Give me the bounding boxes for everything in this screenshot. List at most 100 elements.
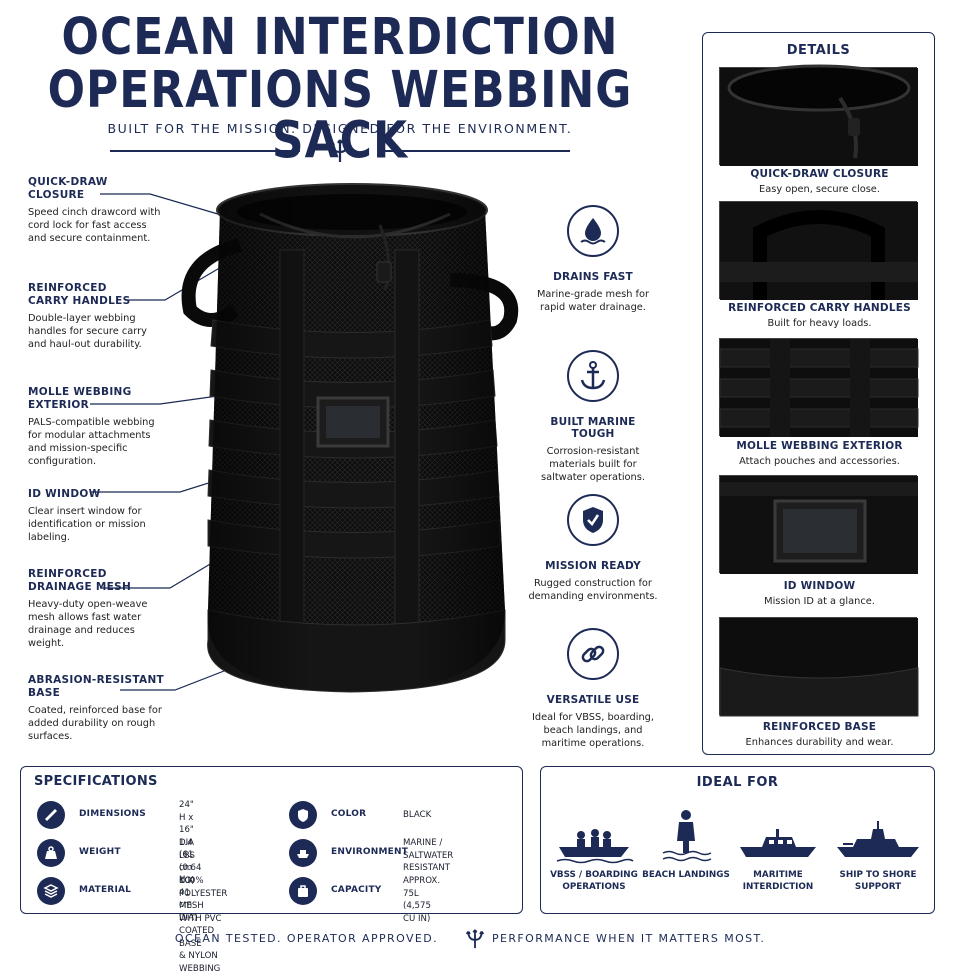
- use-label: BEACH LANDINGS: [642, 870, 730, 880]
- divider-line-left: [110, 150, 300, 152]
- feature-title: DRAINS FAST: [553, 271, 633, 283]
- detail-desc: Enhances durability and wear.: [745, 737, 894, 748]
- callout-title: ID WINDOW: [28, 488, 101, 500]
- shield-check-icon: [567, 494, 619, 546]
- feature-drains-fast: DRAINS FAST Marine-grade mesh for rapid …: [528, 205, 658, 314]
- title-line-2: OPERATIONS WEBBING SACK: [47, 60, 633, 171]
- weight-icon: [37, 839, 65, 867]
- specifications-panel: SPECIFICATIONS DIMENSIONS 24" H x 16" DI…: [20, 766, 523, 974]
- callout-drainage-mesh: REINFORCED DRAINAGE MESH Heavy-duty open…: [28, 568, 168, 650]
- detail-caption: REINFORCED BASE Enhances durability and …: [703, 721, 936, 748]
- title-line-1: OCEAN INTERDICTION: [61, 8, 619, 67]
- wading-person-icon: [641, 803, 731, 863]
- feature-body: Rugged construction for demanding enviro…: [528, 578, 658, 602]
- spec-label: MATERIAL: [79, 885, 132, 895]
- callout-title: MOLLE WEBBING EXTERIOR: [28, 386, 132, 411]
- ruler-icon: [37, 801, 65, 829]
- boat-icon: [289, 839, 317, 867]
- detail-title: REINFORCED CARRY HANDLES: [728, 302, 911, 314]
- feature-body: Corrosion-resistant materials built for …: [541, 446, 645, 483]
- boarding-boat-icon: [549, 803, 639, 864]
- callout-carry-handles: REINFORCED CARRY HANDLES Double-layer we…: [28, 282, 168, 351]
- callout-molle-webbing: MOLLE WEBBING EXTERIOR PALS-compatible w…: [28, 386, 168, 468]
- warship-icon: [833, 803, 923, 863]
- spec-value: 100% POLYESTER MESH WITH PVC COATED BASE…: [179, 876, 228, 974]
- use-beach-landings: BEACH LANDINGS: [641, 803, 731, 881]
- use-maritime-interdiction: MARITIME INTERDICTION: [733, 803, 823, 893]
- feature-title: MISSION READY: [545, 560, 641, 572]
- detail-desc: Easy open, secure close.: [759, 184, 880, 195]
- detail-caption: REINFORCED CARRY HANDLES Built for heavy…: [703, 302, 936, 329]
- detail-title: MOLLE WEBBING EXTERIOR: [736, 440, 903, 452]
- spec-value: APPROX. 75L (4,575 CU IN): [403, 876, 441, 924]
- detail-desc: Mission ID at a glance.: [764, 596, 875, 607]
- detail-desc: Attach pouches and accessories.: [739, 456, 900, 467]
- use-label: SHIP TO SHORE SUPPORT: [839, 870, 917, 892]
- spec-label: ENVIRONMENT: [331, 847, 409, 857]
- palette-icon: [289, 801, 317, 829]
- divider-line-right: [380, 150, 570, 152]
- callout-body: PALS-compatible webbing for modular atta…: [28, 417, 155, 467]
- spec-value: MARINE / SALTWATER RESISTANT: [403, 838, 454, 873]
- ideal-for-panel: IDEAL FOR VBSS / BOARDING OPERATIONS BEA…: [540, 766, 935, 914]
- callout-title: REINFORCED CARRY HANDLES: [28, 282, 131, 307]
- detail-title: QUICK-DRAW CLOSURE: [750, 168, 889, 180]
- link-icon: [567, 628, 619, 680]
- callout-title: ABRASION-RESISTANT BASE: [28, 674, 164, 699]
- title-divider: [110, 139, 570, 162]
- detail-title: ID WINDOW: [783, 580, 856, 592]
- callout-title: QUICK-DRAW CLOSURE: [28, 176, 108, 201]
- feature-versatile-use: VERSATILE USE Ideal for VBSS, boarding, …: [528, 628, 658, 750]
- use-ship-to-shore: SHIP TO SHORE SUPPORT: [833, 803, 923, 893]
- feature-body: Marine-grade mesh for rapid water draina…: [536, 289, 650, 313]
- callout-body: Coated, reinforced base for added durabi…: [28, 705, 162, 742]
- trident-icon: [465, 929, 485, 949]
- use-label: MARITIME INTERDICTION: [742, 870, 814, 892]
- water-drop-icon: [567, 205, 619, 257]
- trident-icon: [329, 139, 351, 162]
- use-vbss-boarding: VBSS / BOARDING OPERATIONS: [549, 803, 639, 893]
- spec-label: COLOR: [331, 809, 367, 819]
- detail-caption: ID WINDOW Mission ID at a glance.: [703, 580, 936, 607]
- detail-desc: Built for heavy loads.: [767, 318, 872, 329]
- footer: OCEAN TESTED. OPERATOR APPROVED. PERFORM…: [0, 929, 960, 949]
- detail-image-molle: [719, 338, 919, 437]
- spec-label: WEIGHT: [79, 847, 121, 857]
- detail-title: REINFORCED BASE: [762, 721, 877, 733]
- specifications-heading: SPECIFICATIONS: [34, 774, 158, 789]
- spec-label: DIMENSIONS: [79, 809, 146, 819]
- use-label: VBSS / BOARDING OPERATIONS: [550, 870, 638, 892]
- callout-body: Double-layer webbing handles for secure …: [28, 313, 147, 350]
- feature-title: VERSATILE USE: [546, 694, 640, 706]
- callout-quick-draw-closure: QUICK-DRAW CLOSURE Speed cinch drawcord …: [28, 176, 168, 245]
- spec-label: CAPACITY: [331, 885, 382, 895]
- callout-body: Speed cinch drawcord with cord lock for …: [28, 207, 161, 244]
- callout-body: Clear insert window for identification o…: [28, 506, 146, 543]
- subtitle: BUILT FOR THE MISSION. DESIGNED FOR THE …: [107, 121, 573, 136]
- detail-image-handles: [719, 201, 918, 300]
- detail-caption: QUICK-DRAW CLOSURE Easy open, secure clo…: [703, 168, 936, 195]
- footer-tagline-right: PERFORMANCE WHEN IT MATTERS MOST.: [492, 932, 766, 945]
- details-panel: DETAILS QUICK-DRAW CLOSURE Easy open, se…: [702, 32, 935, 755]
- layers-icon: [37, 877, 65, 905]
- details-heading: DETAILS: [786, 43, 851, 58]
- spec-value: 1.4 LBS (0.64 KG): [179, 838, 202, 886]
- anchor-icon: [567, 350, 619, 402]
- feature-body: Ideal for VBSS, boarding, beach landings…: [531, 712, 655, 749]
- callout-id-window: ID WINDOW Clear insert window for identi…: [28, 488, 168, 544]
- detail-caption: MOLLE WEBBING EXTERIOR Attach pouches an…: [703, 440, 936, 467]
- spec-value: 24" H x 16" DIA (61 cm H x 41 cm DIA): [179, 800, 198, 923]
- detail-image-base: [719, 617, 919, 717]
- feature-title: BUILT MARINE TOUGH: [550, 416, 636, 440]
- ideal-for-heading: IDEAL FOR: [696, 775, 779, 790]
- callout-base: ABRASION-RESISTANT BASE Coated, reinforc…: [28, 674, 168, 743]
- webbing-sack-illustration: [181, 183, 519, 693]
- feature-marine-tough: BUILT MARINE TOUGH Corrosion-resistant m…: [528, 350, 658, 484]
- footer-tagline-left: OCEAN TESTED. OPERATOR APPROVED.: [174, 932, 438, 945]
- callout-title: REINFORCED DRAINAGE MESH: [28, 568, 132, 593]
- detail-image-id-window: [719, 475, 918, 574]
- bag-icon: [289, 877, 317, 905]
- detail-image-closure: [719, 64, 918, 166]
- callout-body: Heavy-duty open-weave mesh allows fast w…: [28, 599, 148, 649]
- page-title: OCEAN INTERDICTION OPERATIONS WEBBING SA…: [20, 8, 660, 166]
